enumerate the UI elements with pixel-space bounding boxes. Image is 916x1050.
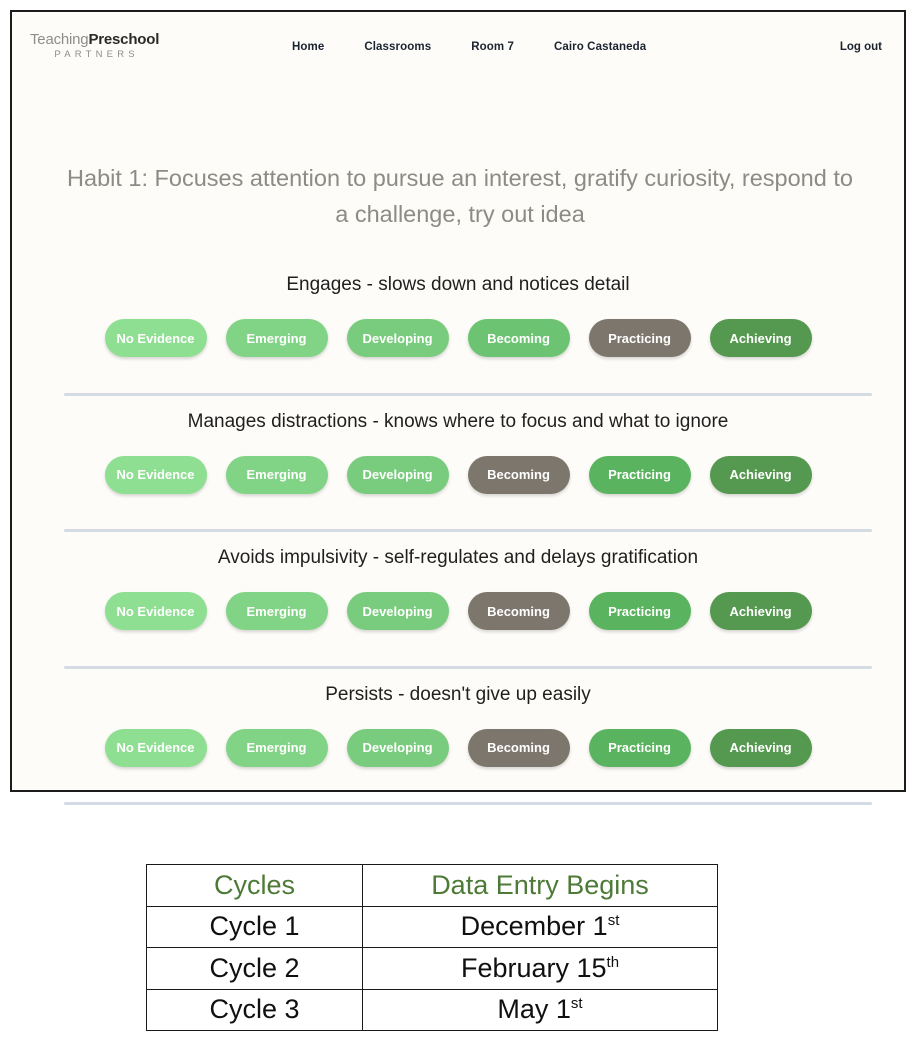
section-divider bbox=[64, 665, 872, 669]
navbar: TeachingPreschool PARTNERS Home Classroo… bbox=[12, 12, 904, 72]
rating-pill-becoming[interactable]: Becoming bbox=[467, 592, 570, 630]
table-header-row: Cycles Data Entry Begins bbox=[146, 864, 718, 907]
skill-sections: Engages - slows down and notices detail … bbox=[12, 268, 904, 814]
date-text: May 1 bbox=[497, 994, 571, 1025]
rating-pill-emerging[interactable]: Emerging bbox=[225, 592, 328, 630]
nav-link-cairo-castaneda[interactable]: Cairo Castaneda bbox=[553, 41, 647, 53]
skill-section-engages: Engages - slows down and notices detail … bbox=[12, 268, 904, 405]
rating-pill-practicing[interactable]: Practicing bbox=[588, 728, 691, 767]
rating-pill-practicing[interactable]: Practicing bbox=[588, 319, 691, 357]
rating-pill-achieving[interactable]: Achieving bbox=[709, 319, 812, 357]
rating-pill-row: No Evidence Emerging Developing Becoming Pra… bbox=[12, 592, 904, 630]
cell-start-date: December 1st bbox=[362, 905, 718, 948]
logo-wordmark: TeachingPreschool bbox=[30, 32, 159, 48]
skill-section-persists: Persists - doesn't give up easily No Evi… bbox=[12, 678, 904, 815]
rating-pill-emerging[interactable]: Emerging bbox=[225, 455, 328, 494]
skill-label: Engages - slows down and notices detail bbox=[286, 274, 630, 295]
cell-cycle-name: Cycle 2 bbox=[146, 947, 363, 990]
logo-partners-text: PARTNERS bbox=[54, 48, 139, 60]
nav-link-home[interactable]: Home bbox=[292, 41, 325, 53]
cell-cycle-name: Cycle 1 bbox=[146, 905, 363, 948]
rating-pill-emerging[interactable]: Emerging bbox=[225, 728, 328, 767]
cell-start-date: May 1st bbox=[362, 988, 718, 1031]
logout-link[interactable]: Log out bbox=[839, 41, 882, 53]
habit-title: Habit 1: Focuses attention to pursue an … bbox=[67, 165, 853, 228]
rating-pill-practicing[interactable]: Practicing bbox=[588, 455, 691, 494]
date-ordinal-suffix: st bbox=[570, 995, 583, 1013]
date-ordinal-suffix: st bbox=[607, 912, 620, 930]
rating-pill-row: No Evidence Emerging Developing Becoming Pra… bbox=[12, 728, 904, 767]
header-cycles: Cycles bbox=[146, 864, 363, 907]
skill-label: Avoids impulsivity - self-regulates and … bbox=[217, 547, 699, 568]
cell-cycle-name: Cycle 3 bbox=[146, 988, 363, 1031]
rating-pill-achieving[interactable]: Achieving bbox=[709, 455, 812, 494]
nav-links: Home Classrooms Room 7 Cairo Castaneda bbox=[292, 41, 646, 53]
rating-pill-row: No Evidence Emerging Developing Becoming Pra… bbox=[12, 319, 904, 357]
section-divider bbox=[64, 802, 872, 805]
rating-pill-practicing[interactable]: Practicing bbox=[588, 592, 691, 630]
rating-pill-no-evidence[interactable]: No Evidence bbox=[104, 728, 207, 767]
rating-pill-emerging[interactable]: Emerging bbox=[225, 319, 328, 357]
nav-link-classrooms[interactable]: Classrooms bbox=[364, 41, 432, 53]
rating-pill-row: No Evidence Emerging Developing Becoming Pra… bbox=[12, 455, 904, 494]
rating-pill-developing[interactable]: Developing bbox=[346, 728, 449, 767]
brand-logo[interactable]: TeachingPreschool PARTNERS bbox=[30, 32, 159, 60]
rating-pill-developing[interactable]: Developing bbox=[346, 455, 449, 494]
skill-section-avoids-impulsivity: Avoids impulsivity - self-regulates and … bbox=[12, 541, 904, 678]
rating-pill-developing[interactable]: Developing bbox=[346, 592, 449, 630]
date-ordinal-suffix: th bbox=[606, 953, 620, 971]
assessment-card: TeachingPreschool PARTNERS Home Classroo… bbox=[10, 10, 906, 805]
skill-section-manages-distractions: Manages distractions - knows where to fo… bbox=[12, 405, 904, 542]
rating-pill-achieving[interactable]: Achieving bbox=[709, 728, 812, 767]
rating-pill-no-evidence[interactable]: No Evidence bbox=[104, 319, 207, 357]
logo-teaching-text: Teaching bbox=[30, 31, 89, 48]
rating-pill-no-evidence[interactable]: No Evidence bbox=[104, 455, 207, 494]
nav-link-room-7[interactable]: Room 7 bbox=[471, 41, 514, 53]
skill-label: Persists - doesn't give up easily bbox=[325, 683, 591, 705]
skill-label: Manages distractions - knows where to fo… bbox=[187, 410, 729, 432]
logo-preschool-text: Preschool bbox=[88, 31, 160, 48]
rating-pill-developing[interactable]: Developing bbox=[346, 319, 449, 357]
cell-start-date: February 15th bbox=[362, 947, 718, 990]
date-text: December 1 bbox=[460, 911, 608, 942]
date-text: February 15 bbox=[460, 952, 607, 983]
rating-pill-no-evidence[interactable]: No Evidence bbox=[104, 592, 207, 630]
header-data-entry-begins: Data Entry Begins bbox=[362, 864, 718, 907]
section-divider bbox=[64, 529, 872, 532]
cycles-table-head: Cycles Data Entry Begins bbox=[146, 864, 718, 907]
rating-pill-becoming[interactable]: Becoming bbox=[467, 455, 570, 494]
section-divider bbox=[64, 392, 872, 396]
rating-pill-achieving[interactable]: Achieving bbox=[709, 592, 812, 630]
rating-pill-becoming[interactable]: Becoming bbox=[467, 728, 570, 767]
rating-pill-becoming[interactable]: Becoming bbox=[467, 319, 570, 357]
